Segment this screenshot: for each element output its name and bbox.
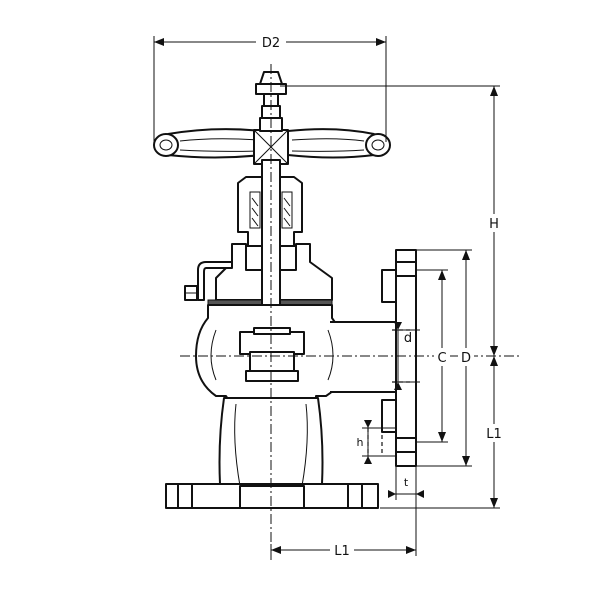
bottom-flange — [165, 483, 379, 509]
dimension-l1-vertical: L1 — [380, 356, 506, 509]
label-d-outer: D — [461, 351, 471, 366]
outlet-flange — [381, 249, 417, 467]
label-d2: D2 — [262, 36, 280, 51]
dimension-c: C — [416, 269, 450, 443]
label-c: C — [437, 351, 446, 366]
dimension-d2: D2 — [153, 33, 387, 142]
label-h-small: h — [357, 436, 364, 449]
dimension-d: D — [416, 249, 474, 467]
dimension-h-small: h — [357, 420, 396, 464]
label-h: H — [489, 217, 499, 232]
label-l1-right: L1 — [486, 427, 502, 442]
label-t: t — [404, 476, 409, 489]
dimension-d-small: d — [394, 322, 420, 390]
yoke — [237, 176, 303, 256]
label-d-small: d — [404, 331, 412, 346]
dimension-h: H — [280, 85, 502, 356]
label-l1-bottom: L1 — [334, 544, 350, 559]
side-bolt — [184, 261, 233, 301]
valve-disc — [239, 327, 305, 382]
dimension-t: t — [388, 466, 424, 500]
dimension-l1-horizontal: L1 — [270, 466, 417, 559]
handwheel — [153, 128, 391, 159]
